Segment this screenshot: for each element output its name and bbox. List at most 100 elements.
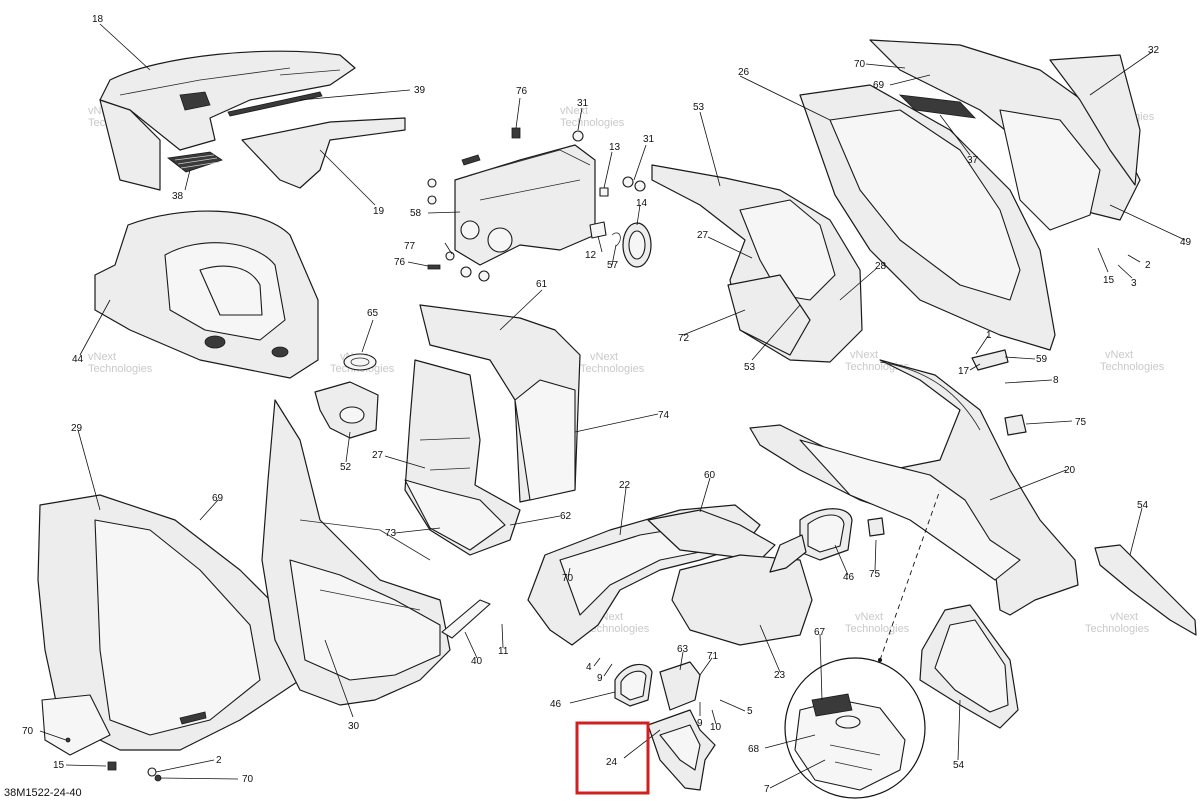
watermark-5b: Technologies bbox=[88, 363, 153, 375]
callout-30: 30 bbox=[348, 721, 360, 732]
callout-10: 10 bbox=[710, 722, 722, 733]
callout-75-top: 75 bbox=[1075, 417, 1087, 428]
callout-62: 62 bbox=[560, 511, 572, 522]
part-63-bracket bbox=[659, 661, 701, 711]
callout-57: 57 bbox=[607, 260, 619, 271]
watermark-7: vNext bbox=[590, 351, 618, 363]
callout-3: 3 bbox=[1131, 278, 1137, 289]
callout-49: 49 bbox=[1180, 237, 1192, 248]
part-65-ring bbox=[343, 353, 377, 371]
highlight-box-24 bbox=[575, 721, 650, 795]
callout-77: 77 bbox=[404, 241, 416, 252]
callout-53-bottom: 53 bbox=[744, 362, 756, 373]
callout-75-bottom: 75 bbox=[869, 569, 881, 580]
callout-53-top: 53 bbox=[693, 102, 705, 113]
callout-18: 18 bbox=[92, 14, 104, 25]
watermark-2b: Technologies bbox=[560, 117, 625, 129]
callout-70-bottom: 70 bbox=[242, 774, 254, 785]
callout-31-right: 31 bbox=[643, 134, 655, 145]
callout-70-mid: 70 bbox=[562, 573, 574, 584]
callout-15-lower: 15 bbox=[53, 760, 65, 771]
callout-69-left: 69 bbox=[212, 493, 224, 504]
part-46-mirror-left bbox=[614, 663, 653, 707]
part-54-lower-right-panel bbox=[919, 544, 1197, 729]
callout-23: 23 bbox=[774, 670, 786, 681]
callout-9-right: 9 bbox=[697, 718, 703, 729]
part-30-lower-side-panel bbox=[261, 399, 451, 706]
watermark-13b: Technologies bbox=[845, 623, 910, 635]
callout-28: 28 bbox=[875, 261, 887, 272]
callout-9-left: 9 bbox=[597, 673, 603, 684]
part-52-bracket bbox=[314, 381, 379, 439]
callout-70-lower: 70 bbox=[22, 726, 34, 737]
callout-numbers: 18 39 19 38 76 31 13 31 58 14 77 76 12 5… bbox=[22, 14, 1192, 795]
callout-4: 4 bbox=[586, 662, 592, 673]
callout-44: 44 bbox=[72, 354, 84, 365]
callout-27-top: 27 bbox=[697, 230, 709, 241]
part-14-cap bbox=[589, 221, 652, 268]
callout-31-left: 31 bbox=[577, 98, 589, 109]
callout-13: 13 bbox=[609, 142, 621, 153]
callout-52: 52 bbox=[340, 462, 352, 473]
callout-46-left: 46 bbox=[550, 699, 562, 710]
callout-69-top: 69 bbox=[873, 80, 885, 91]
part-23-lower-center-panel bbox=[671, 554, 813, 646]
part-26-right-side-panel bbox=[799, 39, 1141, 351]
callout-22: 22 bbox=[619, 480, 631, 491]
callout-12: 12 bbox=[585, 250, 597, 261]
callout-20: 20 bbox=[1064, 465, 1076, 476]
watermark-14: vNext bbox=[1110, 611, 1138, 623]
callout-71: 71 bbox=[707, 651, 719, 662]
detail-anchor-dot bbox=[878, 658, 882, 662]
callout-60: 60 bbox=[704, 470, 716, 481]
callout-59: 59 bbox=[1036, 354, 1048, 365]
part-20-right-long-panel bbox=[749, 359, 1079, 616]
callout-72: 72 bbox=[678, 333, 690, 344]
callout-17: 17 bbox=[958, 366, 970, 377]
callout-8: 8 bbox=[1053, 375, 1059, 386]
part-40-strip bbox=[441, 599, 491, 639]
callout-46-right: 46 bbox=[843, 572, 855, 583]
callout-2-lower: 2 bbox=[216, 755, 222, 766]
callout-74: 74 bbox=[658, 410, 670, 421]
callout-1: 1 bbox=[986, 330, 992, 341]
callout-76-top: 76 bbox=[516, 86, 528, 97]
callout-67: 67 bbox=[814, 627, 826, 638]
part-38-grille bbox=[167, 151, 223, 173]
callout-37: 37 bbox=[967, 155, 979, 166]
part-22-center-mid-panel bbox=[527, 504, 776, 646]
callout-2-top: 2 bbox=[1145, 260, 1151, 271]
fasteners-lower-left bbox=[65, 737, 162, 782]
part-75-clip bbox=[867, 414, 1027, 537]
part-58-headlight-assembly bbox=[454, 144, 596, 266]
part-61-center-large-panel bbox=[404, 304, 581, 556]
callout-19: 19 bbox=[373, 206, 385, 217]
callout-15-top: 15 bbox=[1103, 275, 1115, 286]
callout-7: 7 bbox=[764, 784, 770, 795]
watermark-13: vNext bbox=[855, 611, 883, 623]
callout-24: 24 bbox=[606, 757, 618, 768]
callout-61: 61 bbox=[536, 279, 548, 290]
callout-68: 68 bbox=[748, 744, 760, 755]
detail-dashed-line bbox=[879, 489, 941, 661]
watermark-5: vNext bbox=[88, 351, 116, 363]
part-44-cluster-housing bbox=[94, 210, 319, 379]
part-18-top-panel bbox=[99, 50, 356, 191]
callout-63: 63 bbox=[677, 644, 689, 655]
part-46-mirror-right bbox=[769, 508, 853, 573]
callout-5: 5 bbox=[747, 706, 753, 717]
leader-lines bbox=[39, 23, 1186, 789]
callout-39: 39 bbox=[414, 85, 426, 96]
callout-54-bottom: 54 bbox=[953, 760, 965, 771]
callout-29: 29 bbox=[71, 423, 83, 434]
callout-32: 32 bbox=[1148, 45, 1160, 56]
diagram-reference-code: 38M1522-24-40 bbox=[4, 787, 82, 799]
detail-view-circle bbox=[784, 657, 926, 799]
callout-54-top: 54 bbox=[1137, 500, 1149, 511]
callout-65: 65 bbox=[367, 308, 379, 319]
callout-73: 73 bbox=[385, 528, 397, 539]
callout-26: 26 bbox=[738, 67, 750, 78]
callout-27-left: 27 bbox=[372, 450, 384, 461]
part-24-deflector bbox=[647, 709, 716, 791]
